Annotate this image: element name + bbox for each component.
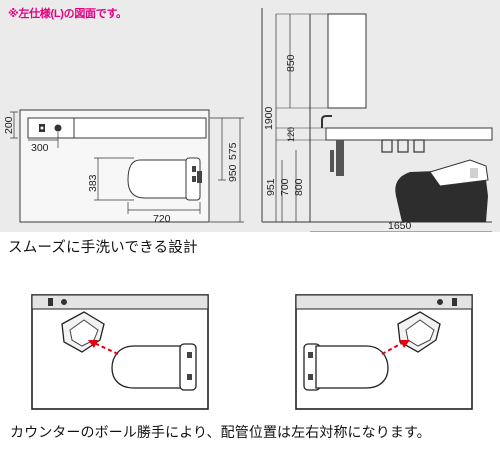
toilet-icon: [303, 343, 389, 391]
dim-700: 700: [279, 178, 291, 196]
dim-counter-depth: 200: [3, 116, 15, 134]
faucet-icon: [437, 298, 457, 306]
faucet-icon: [321, 115, 332, 128]
dim-800: 800: [293, 178, 305, 196]
toilet-icon: [111, 343, 197, 391]
dim-toilet-width: 720: [153, 213, 171, 225]
toilet-icon: [127, 157, 202, 201]
dim-tank-height: 850: [285, 54, 297, 72]
drawing-panel: ※左仕様(L)の図面です。: [0, 0, 500, 232]
dim-950: 950: [227, 164, 239, 182]
dim-counter-thickness: 120: [286, 127, 296, 142]
dim-575: 575: [227, 142, 239, 160]
plan-view-drawing: 200 300 383 720 575 950: [3, 8, 493, 232]
dashed-arrow-icon: [88, 340, 119, 355]
dim-bowl-offset: 300: [31, 142, 49, 154]
section-heading: スムーズに手洗いできる設計: [8, 240, 198, 256]
faucet-icon: [39, 124, 62, 132]
faucet-icon: [48, 298, 67, 306]
dashed-arrow-icon: [381, 340, 410, 355]
dim-951: 951: [265, 178, 277, 196]
dim-total-width: 1650: [388, 220, 412, 232]
dim-total-height: 1900: [263, 106, 275, 130]
spec-note: ※左仕様(L)の図面です。: [8, 8, 127, 20]
caption: カウンターのボール勝手により、配管位置は左右対称になります。: [10, 425, 431, 441]
dim-toilet-length: 383: [87, 174, 99, 192]
